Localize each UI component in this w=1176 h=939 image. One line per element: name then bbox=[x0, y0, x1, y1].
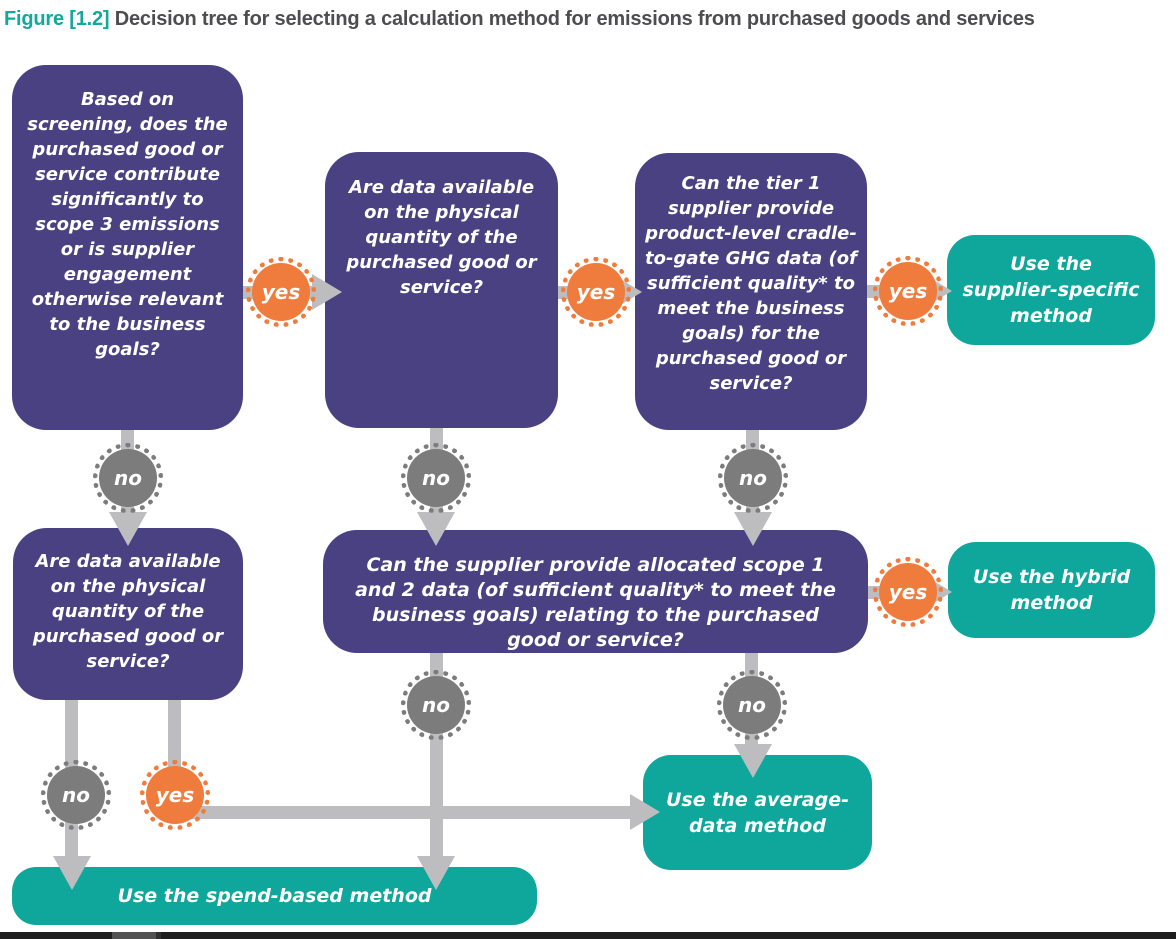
connector-quantityleft-down-yes bbox=[168, 700, 181, 778]
arrowhead-into-quantity-box bbox=[312, 274, 342, 310]
no-badge-tier1: no bbox=[718, 443, 788, 513]
no-badge-label: no bbox=[114, 466, 142, 490]
arrowhead-into-allocated-left bbox=[417, 512, 455, 546]
yes-badge-quantity-top: yes bbox=[561, 257, 631, 327]
yes-badge-label: yes bbox=[888, 279, 928, 303]
yes-badge-tier1: yes bbox=[873, 256, 943, 326]
yes-badge-label: yes bbox=[261, 280, 301, 304]
no-badge-label: no bbox=[62, 783, 90, 807]
no-badge-allocated-right: no bbox=[717, 670, 787, 740]
figure-title: Figure [1.2] Decision tree for selecting… bbox=[4, 8, 1174, 31]
arrowhead-into-average-data-left bbox=[630, 794, 660, 830]
arrowhead-into-allocated-right bbox=[734, 512, 772, 546]
arrowhead-into-quantityleft-box bbox=[109, 512, 147, 546]
result-box-hybrid: Use the hybrid method bbox=[948, 542, 1155, 638]
yes-badge-label: yes bbox=[155, 783, 195, 807]
no-badge-screening: no bbox=[93, 443, 163, 513]
decision-box-screening: Based on screening, does the purchased g… bbox=[12, 65, 243, 430]
decision-box-tier1-product-data: Can the tier 1 supplier provide product-… bbox=[635, 153, 867, 430]
result-box-spend-based: Use the spend-based method bbox=[12, 867, 537, 925]
bottom-edge-bar bbox=[0, 932, 1176, 939]
yes-badge-label: yes bbox=[576, 280, 616, 304]
arrowhead-into-average-data-top bbox=[734, 744, 772, 778]
no-badge-quantity-left: no bbox=[41, 760, 111, 830]
bottom-edge-bar-gray-segment bbox=[112, 932, 156, 939]
arrowhead-into-spendbased-right bbox=[417, 856, 455, 890]
no-badge-label: no bbox=[422, 693, 450, 717]
no-badge-allocated-left: no bbox=[401, 670, 471, 740]
yes-badge-screening: yes bbox=[246, 257, 316, 327]
yes-badge-quantity-left: yes bbox=[140, 760, 210, 830]
arrowhead-into-spendbased-left bbox=[53, 856, 91, 890]
yes-badge-allocated: yes bbox=[873, 557, 943, 627]
figure-caption: Decision tree for selecting a calculatio… bbox=[109, 8, 1035, 30]
no-badge-quantity-top: no bbox=[401, 443, 471, 513]
decision-box-allocated-scope-1-2: Can the supplier provide allocated scope… bbox=[323, 530, 868, 653]
no-badge-label: no bbox=[738, 693, 766, 717]
no-badge-label: no bbox=[739, 466, 767, 490]
decision-box-physical-quantity-left: Are data available on the physical quant… bbox=[13, 528, 243, 700]
decision-box-physical-quantity-top: Are data available on the physical quant… bbox=[325, 152, 558, 428]
yes-badge-label: yes bbox=[888, 580, 928, 604]
result-box-supplier-specific: Use the supplier-specific method bbox=[947, 235, 1155, 345]
connector-yes-to-average-data bbox=[180, 806, 638, 819]
figure-label: Figure [1.2] bbox=[4, 8, 110, 30]
no-badge-label: no bbox=[422, 466, 450, 490]
bottom-edge-bar-notch bbox=[156, 932, 161, 939]
